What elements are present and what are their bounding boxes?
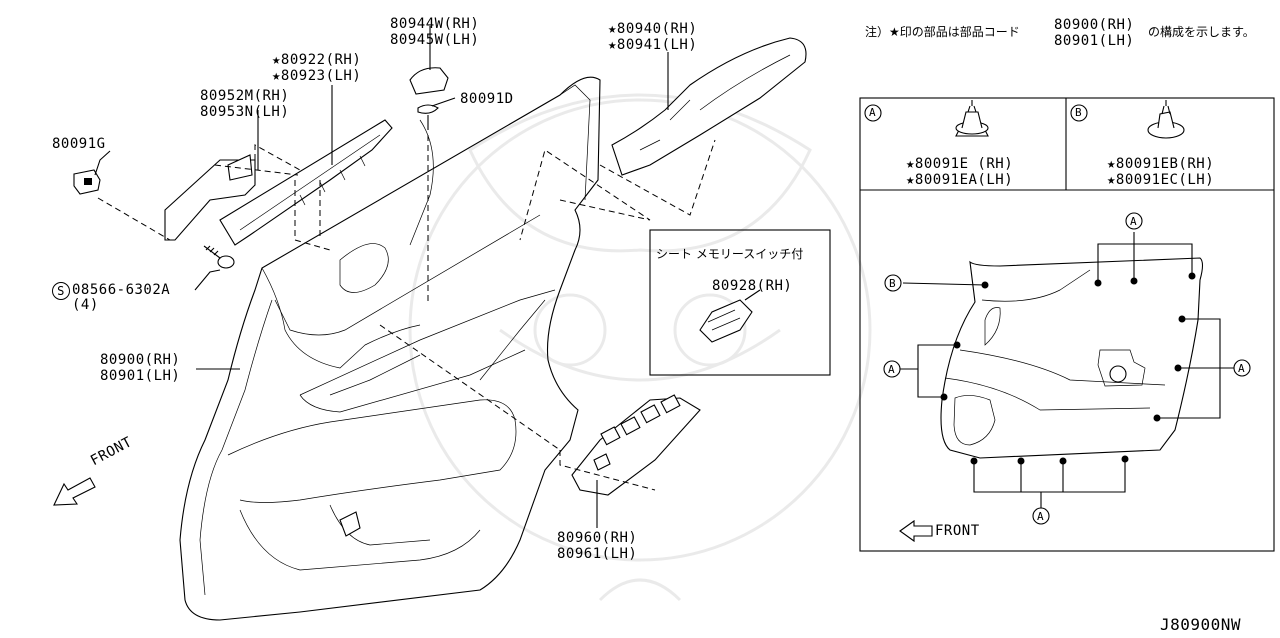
door-trim-panel: [179, 76, 601, 621]
label-80091ec-lh: ★80091EC(LH): [1107, 172, 1215, 188]
assembly-lines: [97, 135, 716, 491]
clip-detail-box: [859, 97, 1275, 552]
label-80900-rh: 80900(RH): [100, 352, 181, 368]
label-screw-part: 08566-6302A: [72, 282, 171, 298]
clip-box-letter-a: A: [869, 106, 877, 119]
label-80091d: 80091D: [460, 91, 514, 107]
screw: [203, 245, 235, 269]
label-80091ea-lh: ★80091EA(LH): [906, 172, 1014, 188]
clip-eb-icon: [1147, 100, 1185, 139]
label-80960-rh: 80960(RH): [557, 530, 638, 546]
label-80928-rh: 80928(RH): [712, 278, 793, 294]
label-80953n-lh: 80953N(LH): [200, 104, 290, 120]
note-code-rh: 80900(RH): [1054, 17, 1135, 33]
note-prefix: 注）★印の部品は部品コード: [865, 25, 1020, 39]
label-80944w-rh: 80944W(RH): [390, 16, 480, 32]
upper-finisher: [611, 37, 807, 176]
note-suffix: の構成を示します。: [1148, 25, 1255, 39]
clip-location-dots: [940, 272, 1196, 465]
label-screw-qty: (4): [72, 297, 99, 313]
memory-switch-inset: [649, 229, 831, 376]
front-arrow-small-icon: [899, 519, 933, 543]
callout-a-left: A: [888, 363, 896, 376]
watermark-emblem: [408, 93, 872, 602]
callout-a-right: A: [1238, 362, 1246, 375]
label-80940-rh: ★80940(RH): [608, 21, 698, 37]
bracket: [164, 154, 256, 241]
callout-a-top: A: [1130, 215, 1138, 228]
clip-e-icon: [955, 100, 989, 137]
label-80091e-rh: ★80091E (RH): [906, 156, 1014, 172]
leader-lines: [94, 26, 669, 528]
label-80961-lh: 80961(LH): [557, 546, 638, 562]
window-switch: [571, 394, 701, 496]
label-80941-lh: ★80941(LH): [608, 37, 698, 53]
label-80091eb-rh: ★80091EB(RH): [1107, 156, 1215, 172]
label-80901-lh: 80901(LH): [100, 368, 181, 384]
callout-a-bottom: A: [1037, 510, 1045, 523]
front-arrow-icon: [53, 477, 96, 506]
note-code-lh: 80901(LH): [1054, 33, 1135, 49]
label-80952m-rh: 80952M(RH): [200, 88, 290, 104]
callout-b-left: B: [889, 277, 897, 290]
label-80091g: 80091G: [52, 136, 106, 152]
cover-80944w: [409, 67, 449, 95]
diagram-code: J80900NW: [1160, 615, 1242, 634]
memory-switch-title: シート メモリースイッチ付: [656, 247, 804, 261]
front-label-detail: FRONT: [935, 523, 980, 539]
clip-80091d: [417, 104, 439, 130]
label-80923-lh: ★80923(LH): [272, 68, 362, 84]
label-80945w-lh: 80945W(LH): [390, 32, 480, 48]
clip-box-letter-b: B: [1075, 106, 1083, 119]
clip-80091g: [73, 169, 101, 195]
door-trim-strip: [219, 119, 393, 246]
screw-symbol: S: [52, 282, 70, 300]
label-80922-rh: ★80922(RH): [272, 52, 362, 68]
